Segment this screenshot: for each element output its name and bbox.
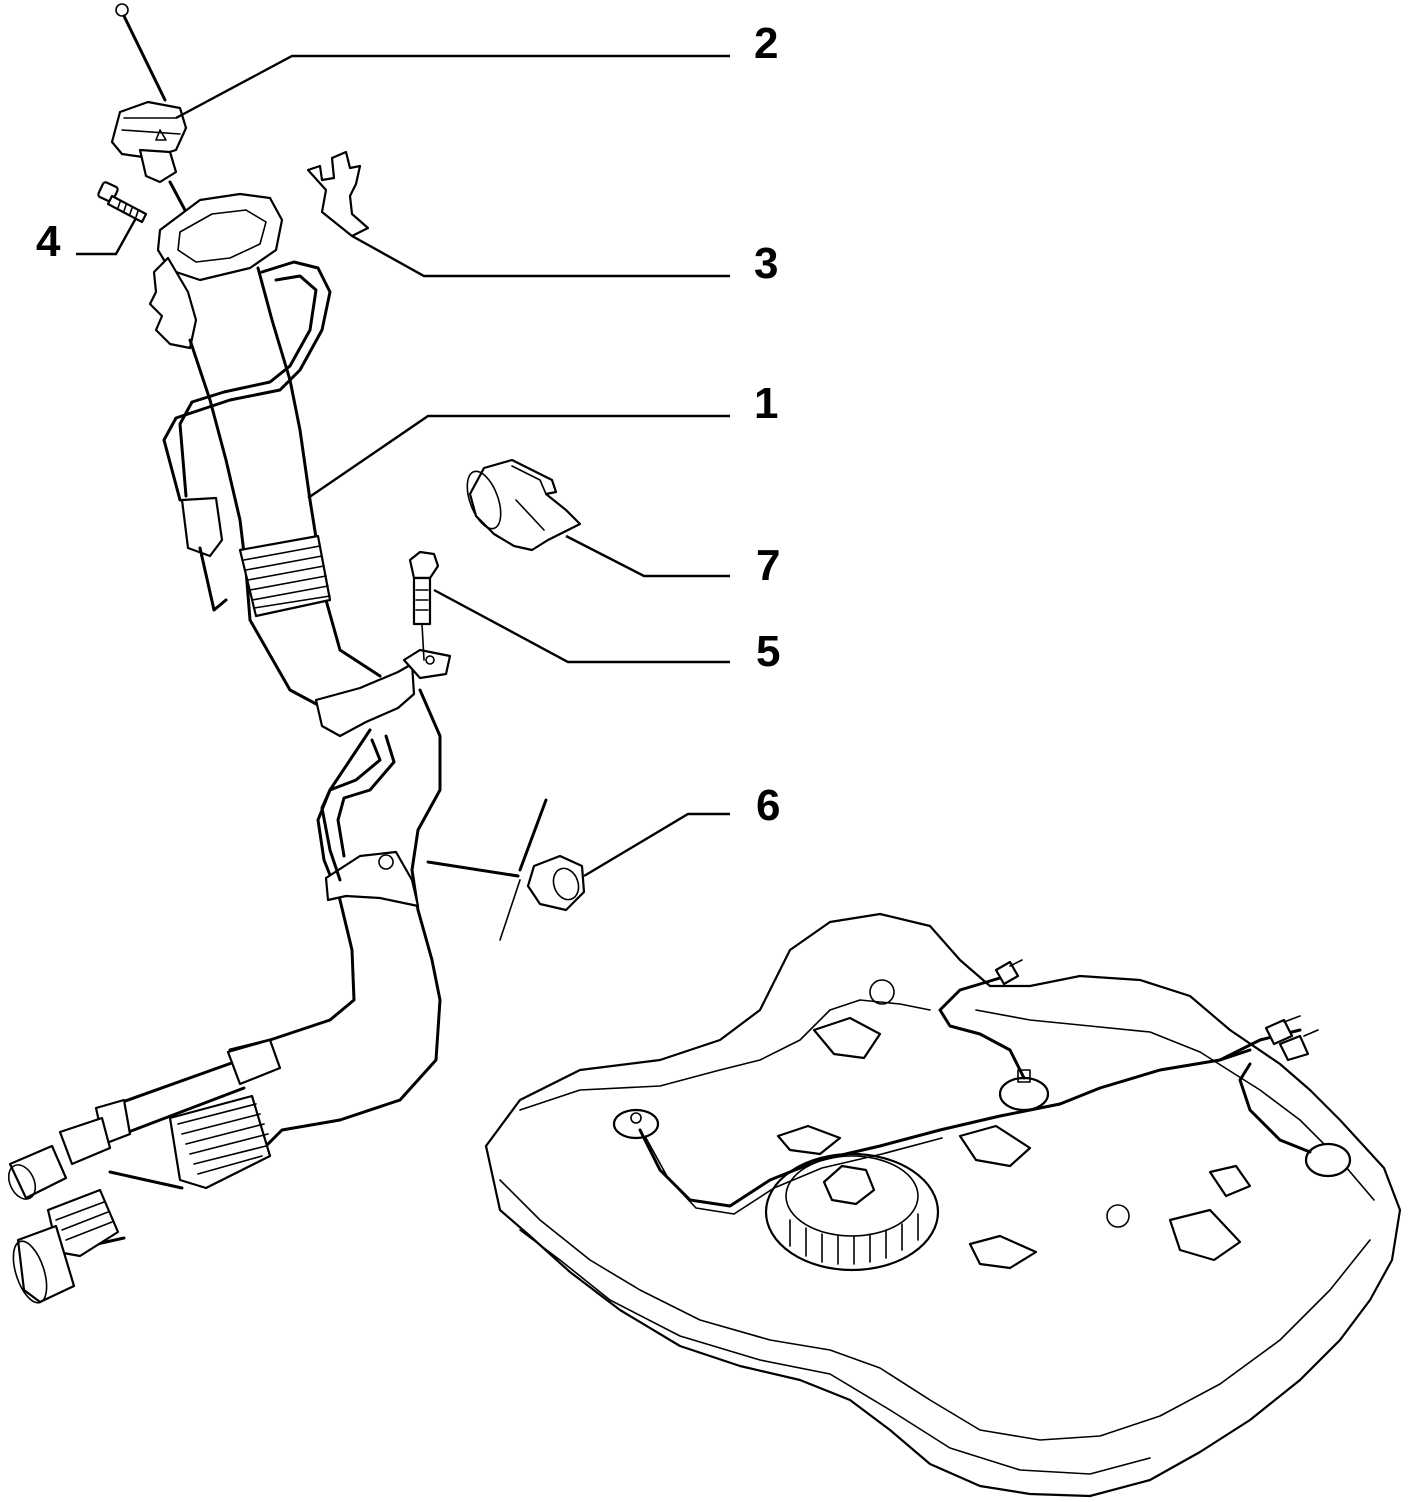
filler-pipe[interactable] (4, 192, 452, 1307)
bracket-clip[interactable] (306, 150, 370, 238)
leader-5 (433, 588, 730, 664)
screw[interactable] (97, 181, 148, 224)
leader-3 (351, 234, 730, 278)
leader-2 (175, 54, 730, 120)
leader-7 (565, 534, 730, 578)
nut[interactable] (526, 854, 586, 912)
leader-1 (307, 414, 730, 499)
sleeve[interactable] (461, 458, 582, 552)
fuel-cap[interactable] (110, 3, 188, 214)
leader-4 (76, 217, 138, 256)
callout-5: 5 (756, 627, 780, 676)
centerline (499, 879, 521, 941)
bolt[interactable] (408, 550, 440, 661)
callout-7: 7 (756, 541, 780, 590)
fuel-tank[interactable] (484, 912, 1402, 1498)
callout-2: 2 (754, 19, 778, 68)
callout-4: 4 (36, 217, 61, 266)
stud-leader (426, 860, 520, 878)
callout-3: 3 (754, 239, 778, 288)
callout-6: 6 (756, 781, 780, 830)
stud-line (518, 798, 548, 872)
leader-6 (583, 812, 730, 878)
callout-1: 1 (754, 379, 778, 428)
